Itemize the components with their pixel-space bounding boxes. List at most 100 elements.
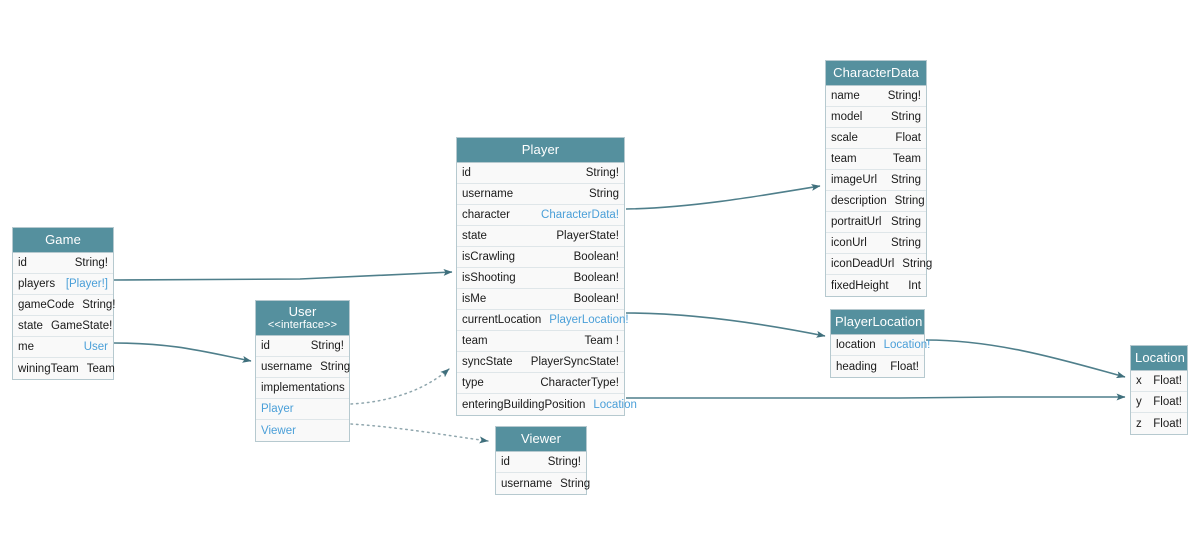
entity-header-player: Player	[457, 138, 624, 163]
field-type: String	[588, 188, 619, 200]
field-type: String	[890, 111, 921, 123]
field-name: syncState	[462, 356, 513, 368]
edge-playerlocation-location-to-location	[925, 339, 1126, 379]
field-row[interactable]: username String	[457, 184, 624, 205]
field-type: User	[83, 341, 108, 353]
field-name: imageUrl	[831, 174, 878, 186]
field-type: PlayerLocation!	[549, 314, 629, 326]
field-name: team	[462, 335, 488, 347]
entity-name: Location	[1135, 350, 1185, 365]
field-name: isMe	[462, 293, 487, 305]
field-type: String	[320, 361, 351, 373]
field-row[interactable]: syncState PlayerSyncState!	[457, 352, 624, 373]
field-name: state	[18, 320, 43, 332]
field-type: Team	[892, 153, 921, 165]
field-name: me	[18, 341, 34, 353]
field-row[interactable]: type CharacterType!	[457, 373, 624, 394]
field-name: id	[501, 456, 510, 468]
field-row[interactable]: gameCode String!	[13, 295, 116, 316]
field-type: String!	[310, 340, 344, 352]
field-type: Boolean!	[573, 251, 619, 263]
field-name: username	[462, 188, 514, 200]
field-type: CharacterType!	[540, 377, 619, 389]
field-type: PlayerSyncState!	[530, 356, 619, 368]
field-type: String	[890, 237, 921, 249]
field-type: String!	[82, 299, 116, 311]
entity-header-playerlocation: PlayerLocation	[831, 310, 924, 335]
field-type: Float	[895, 132, 921, 144]
entity-header-characterdata: CharacterData	[826, 61, 926, 86]
field-name: type	[462, 377, 484, 389]
field-row[interactable]: implementations	[256, 378, 349, 399]
field-type: PlayerState!	[556, 230, 619, 242]
field-type: Float!	[1153, 417, 1182, 430]
field-name: winingTeam	[18, 362, 79, 375]
edge-game-players-to-player	[113, 268, 453, 281]
field-name: y	[1136, 396, 1142, 408]
entity-name: User	[288, 304, 317, 319]
field-name: location	[836, 339, 876, 351]
field-row[interactable]: players[Player!]	[13, 274, 113, 295]
edge-player-currentlocation-to-playerlocation	[625, 312, 826, 338]
field-name: fixedHeight	[831, 279, 889, 292]
field-row[interactable]: fixedHeight Int	[826, 275, 926, 296]
field-name: heading	[836, 360, 877, 373]
field-name: players	[18, 278, 56, 290]
field-type: String	[902, 258, 933, 270]
field-name: portraitUrl	[831, 216, 882, 228]
field-name: x	[1136, 375, 1142, 387]
entity-header-user: User<<interface>>	[256, 301, 349, 336]
edge-game-me-to-user	[113, 342, 252, 363]
field-type: GameState!	[50, 320, 113, 332]
field-name: character	[462, 209, 510, 221]
field-row[interactable]: state PlayerState!	[457, 226, 624, 247]
field-name: enteringBuildingPosition	[462, 398, 586, 411]
field-name: Viewer	[261, 424, 296, 437]
entity-name: CharacterData	[833, 65, 919, 80]
field-type: Int	[908, 279, 921, 292]
field-row[interactable]: Player	[256, 399, 349, 420]
field-name: gameCode	[18, 299, 75, 311]
field-name: Player	[261, 403, 294, 415]
field-type: String!	[74, 257, 108, 269]
field-name: state	[462, 230, 487, 242]
field-row[interactable]: me User	[13, 337, 113, 358]
field-row[interactable]: state GameState!	[13, 316, 113, 337]
field-row[interactable]: Viewer	[256, 420, 349, 441]
